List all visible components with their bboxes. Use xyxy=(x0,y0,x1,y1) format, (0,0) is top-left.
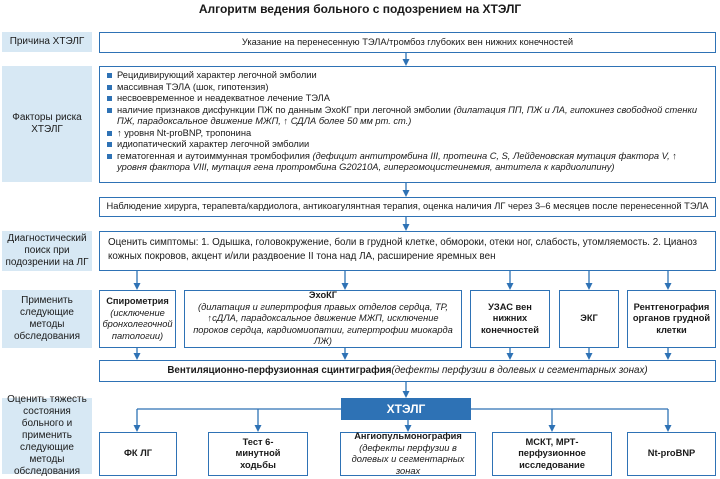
box-mskt: МСКТ, МРТ-перфузионное исследование xyxy=(492,432,612,476)
risk-factor-text: Рецидивирующий характер легочной эмболии xyxy=(117,70,317,80)
label-risk: Факторы риска ХТЭЛГ xyxy=(2,66,92,182)
echocg-note: (дилатация и гипертрофия правых отделов … xyxy=(193,301,453,347)
box-walk-test: Тест 6-минутной ходьбы xyxy=(208,432,308,476)
box-risk-factors: Рецидивирующий характер легочной эмболии… xyxy=(99,66,716,183)
vp-note: (дефекты перфузии в долевых и сегментарн… xyxy=(391,365,648,377)
box-ekg: ЭКГ xyxy=(559,290,619,348)
box-diagnostic: Оценить симптомы: 1. Одышка, головокруже… xyxy=(99,231,716,271)
bnp-title: Nt-proBNP xyxy=(647,448,696,459)
label-cause: Причина ХТЭЛГ xyxy=(2,32,92,52)
risk-factor-item: массивная ТЭЛА (шок, гипотензия) xyxy=(106,82,709,94)
chtelg-center-box: ХТЭЛГ xyxy=(341,398,471,420)
box-echocg: ЭхоКГ (дилатация и гипертрофия правых от… xyxy=(184,290,462,348)
box-cause: Указание на перенесенную ТЭЛА/тромбоз гл… xyxy=(99,32,716,53)
label-severity: Оценить тяжесть состояния больного и при… xyxy=(2,394,92,477)
observation-text: Наблюдение хирурга, терапевта/кардиолога… xyxy=(106,201,709,212)
risk-factor-note: (дилатация ПП, ПЖ и ЛА, гипокинез свобод… xyxy=(117,104,698,127)
spirometry-title: Спирометрия xyxy=(106,296,169,306)
risk-factor-note: (дефицит антитромбина III, протеина C, S… xyxy=(117,150,677,173)
risk-factor-item: Рецидивирующий характер легочной эмболии xyxy=(106,70,709,82)
ekg-title: ЭКГ xyxy=(580,313,598,324)
xray-title: Рентгенография органов грудной клетки xyxy=(632,301,711,335)
vp-title: Вентиляционно-перфузионная сцинтиграфия xyxy=(167,365,392,377)
risk-factor-text: идиопатический характер легочной эмболии xyxy=(117,139,310,149)
box-uzas: УЗАС вен нижних конечностей xyxy=(470,290,550,348)
risk-factor-text: ↑ уровня Nt-proBNP, тропонина xyxy=(117,127,252,138)
diagram-title: Алгоритм ведения больного с подозрением … xyxy=(198,2,522,16)
label-methods: Применить следующие методы обследования xyxy=(2,290,92,348)
mskt-title: МСКТ, МРТ-перфузионное исследование xyxy=(518,436,586,470)
box-observation: Наблюдение хирурга, терапевта/кардиолога… xyxy=(99,197,716,217)
risk-factor-text: несвоевременное и неадекватное лечение Т… xyxy=(117,93,330,103)
risk-factor-item: ↑ уровня Nt-proBNP, тропонина xyxy=(106,128,709,140)
risk-factor-text: наличие признаков дисфункции ПЖ по данны… xyxy=(117,104,454,115)
risk-factor-text: гематогенная и аутоиммунная тромбофилия xyxy=(117,150,313,161)
spirometry-note: (исключение бронхолегочной патологии) xyxy=(102,307,173,341)
box-vp-scintigraphy: Вентиляционно-перфузионная сцинтиграфия … xyxy=(99,360,716,382)
label-diagnostic: Диагностический поиск при подозрении на … xyxy=(2,231,92,271)
box-fk-lg: ФК ЛГ xyxy=(99,432,177,476)
diagnostic-text: Оценить симптомы: 1. Одышка, головокруже… xyxy=(108,237,698,262)
box-angiopulmonography: Ангиопульмонография (дефекты перфузии в … xyxy=(340,431,476,476)
angio-note: (дефекты перфузии в долевых и сегментарн… xyxy=(351,442,465,476)
cause-text: Указание на перенесенную ТЭЛА/тромбоз гл… xyxy=(241,36,574,47)
box-spirometry: Спирометрия (исключение бронхолегочной п… xyxy=(99,290,176,348)
box-xray: Рентгенография органов грудной клетки xyxy=(627,290,716,348)
risk-factor-text: массивная ТЭЛА (шок, гипотензия) xyxy=(117,81,269,92)
risk-factor-list: Рецидивирующий характер легочной эмболии… xyxy=(100,67,715,176)
risk-factor-item: несвоевременное и неадекватное лечение Т… xyxy=(106,93,709,105)
echocg-title: ЭхоКГ xyxy=(308,290,338,301)
risk-factor-item: наличие признаков дисфункции ПЖ по данны… xyxy=(106,105,709,128)
risk-factor-item: идиопатический характер легочной эмболии xyxy=(106,139,709,151)
uzas-title: УЗАС вен нижних конечностей xyxy=(481,301,539,335)
fk-title: ФК ЛГ xyxy=(124,448,152,459)
risk-factor-item: гематогенная и аутоиммунная тромбофилия … xyxy=(106,151,709,174)
angio-title: Ангиопульмонография xyxy=(354,431,462,441)
box-nt-probnp: Nt-proBNP xyxy=(627,432,716,476)
walk-title: Тест 6-минутной ходьбы xyxy=(235,436,281,470)
